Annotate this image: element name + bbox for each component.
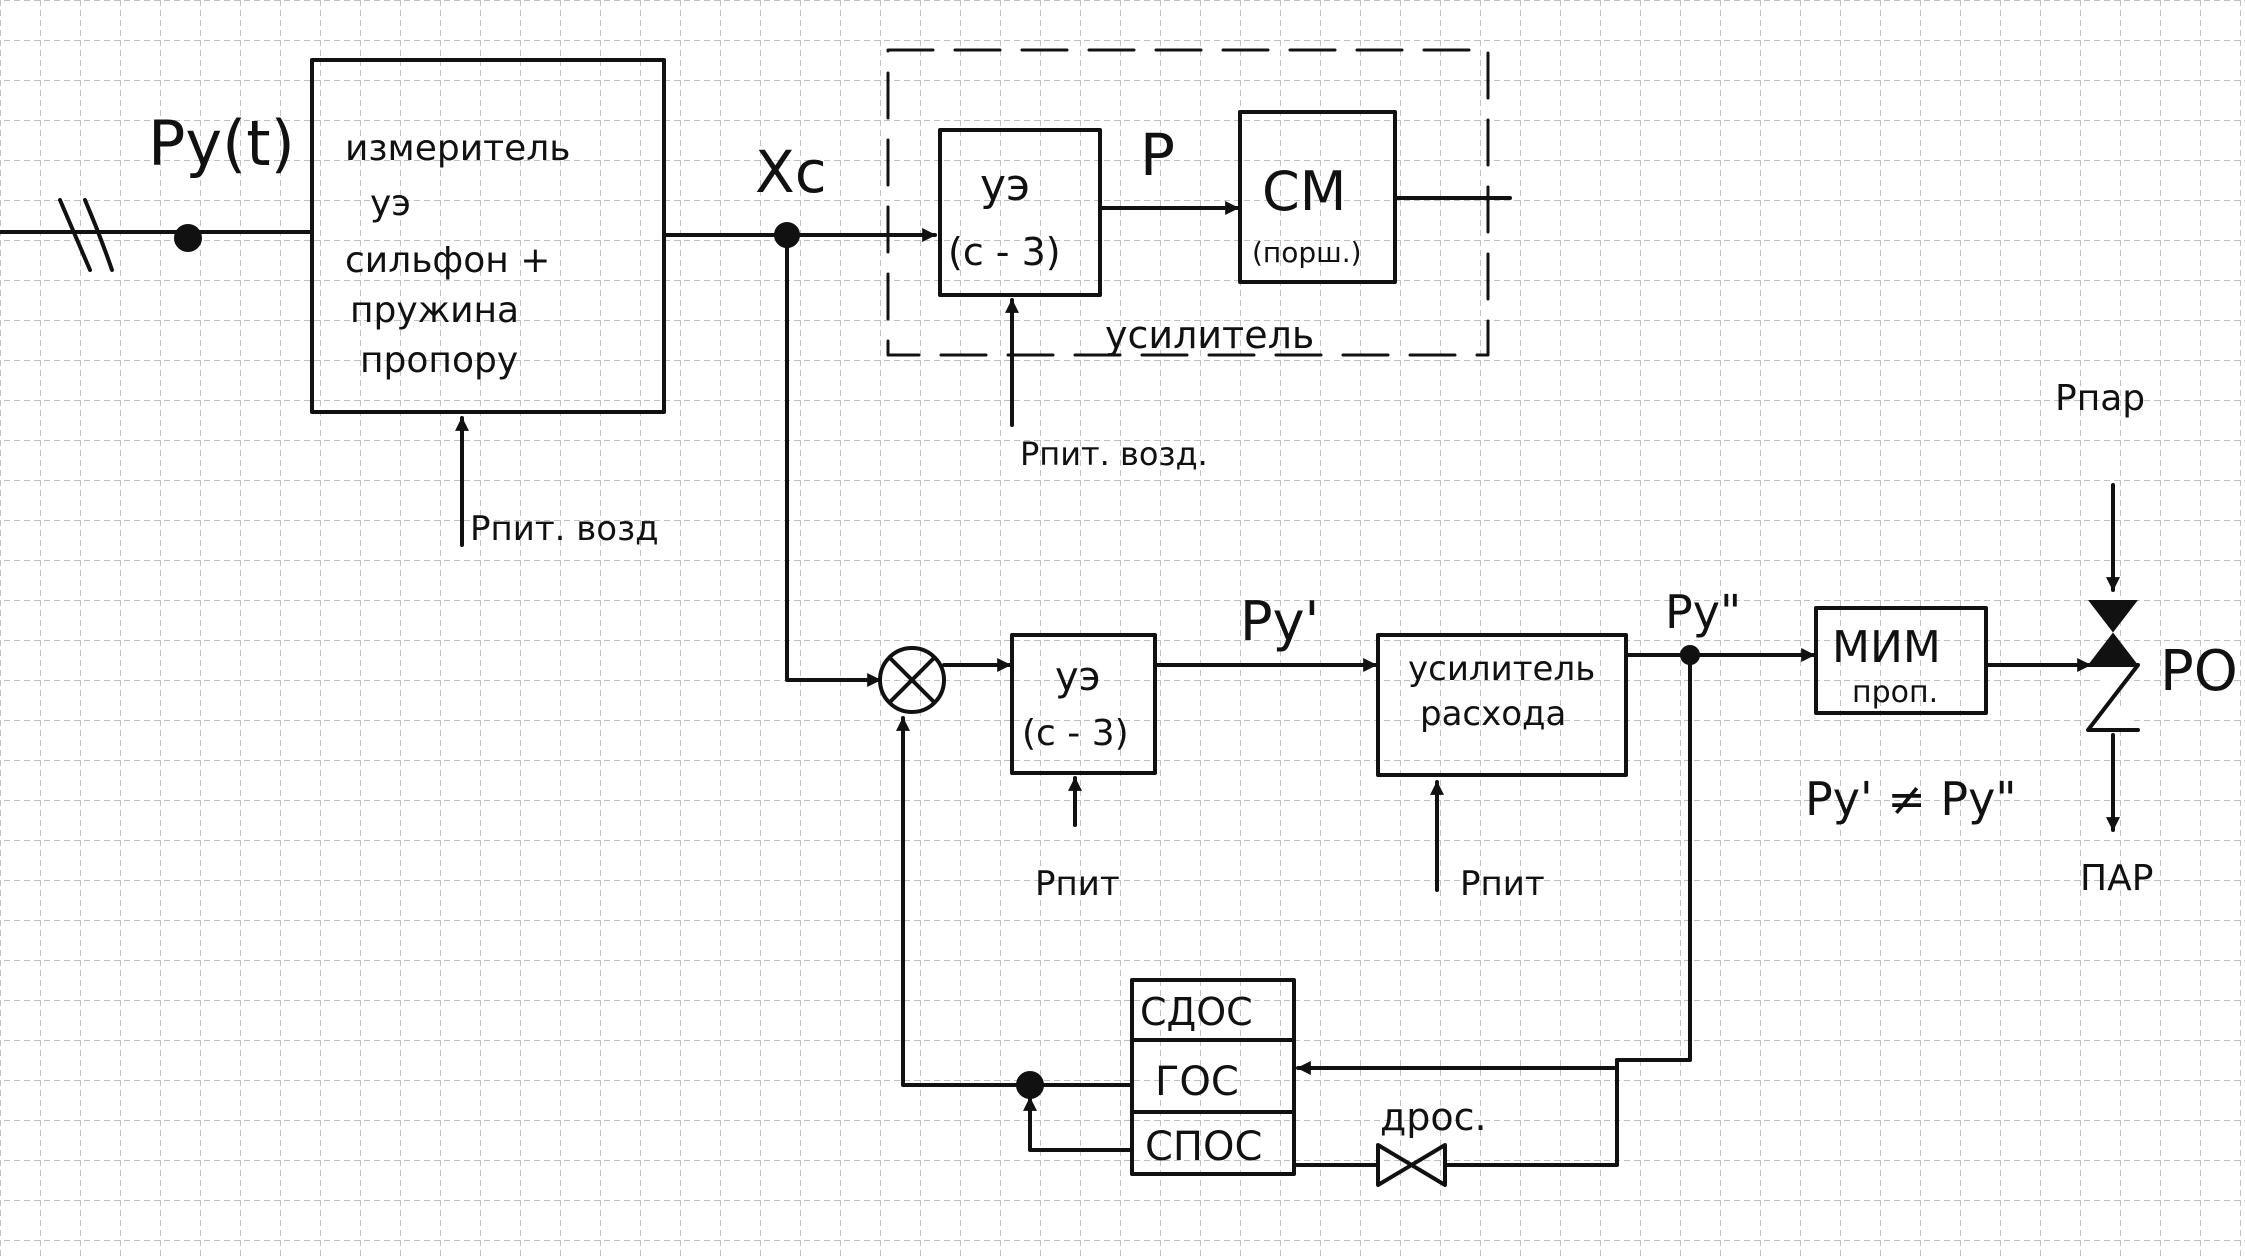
- feedback-to-dros: [1443, 1066, 1619, 1167]
- xc-label: Xс: [755, 138, 827, 206]
- amplifier-group: [886, 48, 1490, 357]
- xc-branch-line: [785, 233, 882, 687]
- cm-line-1: СМ: [1262, 160, 1346, 223]
- par-label: ПАР: [2080, 858, 2153, 899]
- spos-label: СПОС: [1145, 1124, 1262, 1170]
- dros-valve: [1376, 1143, 1447, 1187]
- ro-label: РО: [2160, 639, 2238, 704]
- summing-junction: [878, 646, 946, 714]
- meter-line-3: сильфон +: [345, 240, 550, 281]
- feedback-return-line: [896, 716, 1032, 1087]
- meter-line-2: уэ: [370, 183, 411, 224]
- ue-bottom-line-2: (с - 3): [1022, 713, 1129, 754]
- meter-line-1: измеритель: [345, 128, 570, 169]
- p-par-label: Pпар: [2055, 378, 2145, 419]
- input-node: [174, 224, 202, 252]
- py2-label: Pу": [1665, 585, 1741, 639]
- dros-label: дрос.: [1380, 1095, 1487, 1139]
- p-label: P: [1140, 121, 1175, 189]
- meter-line-5: пропору: [360, 340, 518, 381]
- ue-top-block: [938, 128, 1102, 297]
- ue-bottom-line-1: уэ: [1055, 654, 1101, 700]
- input-signal-label: Pу(t): [148, 107, 295, 180]
- ro-valve: [2088, 600, 2138, 665]
- ro-valve-lower: [2086, 663, 2140, 732]
- ue-bottom-supply-label: Pпит: [1035, 864, 1120, 904]
- sdos-label: СДОС: [1140, 990, 1253, 1034]
- gos-label: ГОС: [1155, 1059, 1239, 1105]
- ue-top-supply-label: Pпит. возд.: [1020, 435, 1208, 473]
- mim-line-2: проп.: [1852, 675, 1938, 710]
- mim-line-1: МИМ: [1832, 622, 1941, 673]
- meter-line-4: пружина: [350, 290, 519, 331]
- break-mark: [58, 198, 114, 272]
- flow-amp-line-2: расхода: [1420, 694, 1566, 734]
- flow-amp-line-1: усилитель: [1408, 649, 1595, 689]
- feedback-right-line: [1615, 653, 1692, 1062]
- ue-top-line-1: уэ: [980, 160, 1030, 211]
- ue-bottom-block: [1010, 633, 1157, 775]
- py1-label: Pу': [1240, 590, 1319, 653]
- summing-cross-b: [888, 656, 936, 704]
- meter-supply-label: Pпит. возд: [470, 509, 659, 549]
- spos-block: [1130, 1110, 1296, 1176]
- flow-amp-supply-label: Pпит: [1460, 864, 1545, 904]
- mim-block: [1814, 606, 1988, 715]
- spos-to-node: [1023, 1096, 1134, 1152]
- flow-amp-block: [1376, 633, 1628, 777]
- ue-top-line-2: (с - 3): [948, 230, 1061, 274]
- amplifier-caption: усилитель: [1105, 313, 1314, 357]
- cm-line-2: (порш.): [1252, 236, 1362, 269]
- ne-label: Pу' ≠ Pу": [1805, 772, 2017, 826]
